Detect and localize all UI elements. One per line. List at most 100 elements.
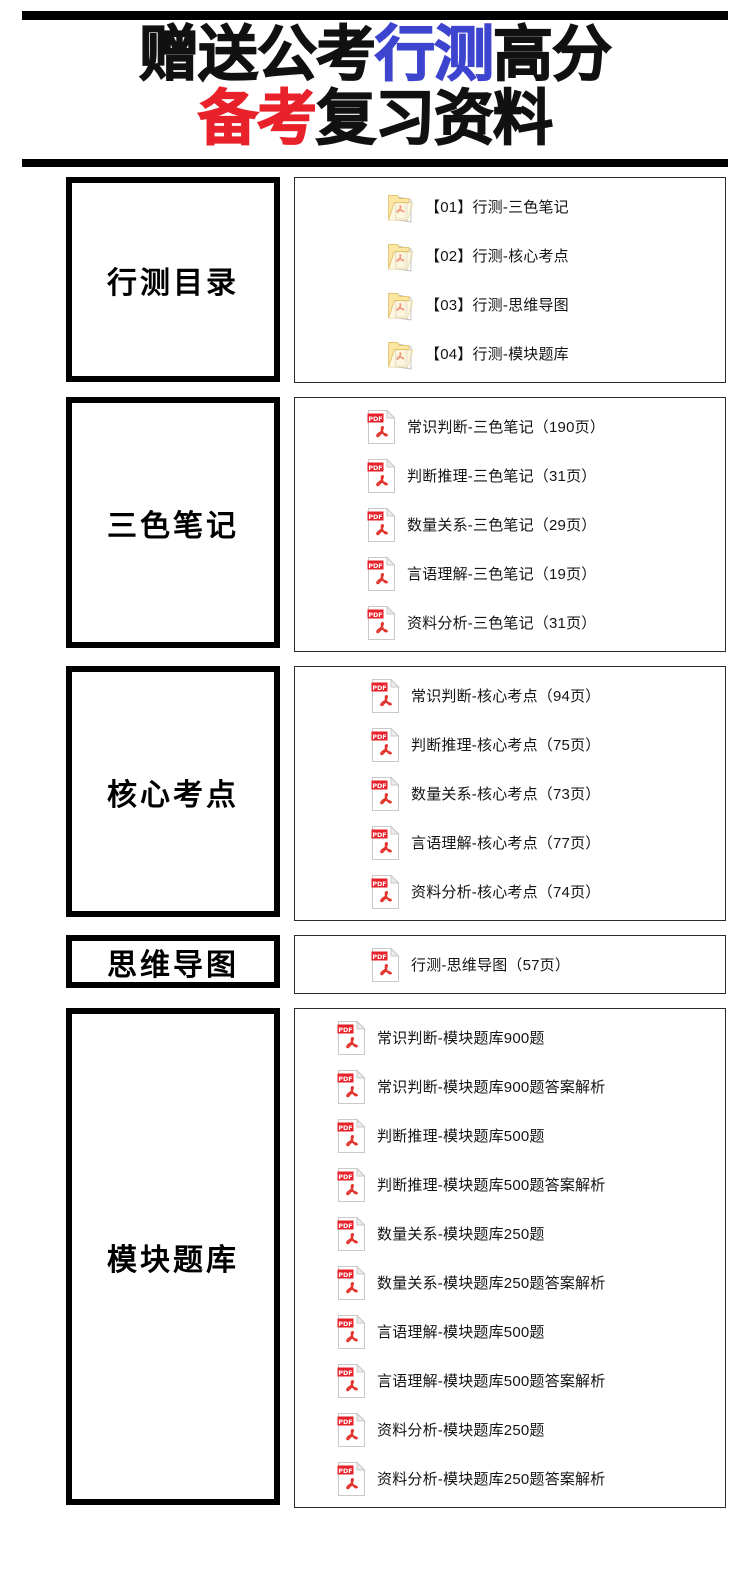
file-label: 数量关系-三色笔记（29页） [407,517,597,535]
section-catalog: 行测目录【01】行测-三色笔记【02】行测-核心考点【03】行测-思维导图【04… [0,177,750,384]
pdf-icon: PDF [371,873,401,910]
title-segment-blue: 行测 [374,20,494,90]
file-item[interactable]: 【01】行测-三色笔记 [295,182,725,231]
file-label: 资料分析-模块题库250题答案解析 [377,1471,606,1489]
section-label-box-notes[interactable]: 三色笔记 [66,397,280,649]
file-item[interactable]: PDF 言语理解-模块题库500题 [295,1307,725,1356]
file-item[interactable]: PDF 判断推理-三色笔记（31页） [295,451,725,500]
pdf-icon: PDF [371,824,401,861]
folder-icon [385,287,415,323]
file-label: 言语理解-三色笔记（19页） [407,566,597,584]
svg-text:PDF: PDF [372,732,386,740]
pdf-icon: PDF [367,408,397,445]
file-label: 资料分析-核心考点（74页） [411,884,601,902]
file-label: 常识判断-模块题库900题 [377,1030,545,1048]
pdf-icon: PDF [367,506,397,543]
pdf-icon: PDF [367,604,397,641]
svg-text:PDF: PDF [338,1074,352,1082]
file-list-inner: PDF 行测-思维导图（57页） [295,936,725,993]
file-item[interactable]: 【02】行测-核心考点 [295,231,725,280]
folder-icon [385,189,415,225]
file-item[interactable]: PDF 资料分析-核心考点（74页） [295,867,725,916]
file-item[interactable]: PDF 言语理解-三色笔记（19页） [295,549,725,598]
file-item[interactable]: 【04】行测-模块题库 [295,329,725,378]
file-label: 【03】行测-思维导图 [425,297,569,315]
file-list-catalog: 【01】行测-三色笔记【02】行测-核心考点【03】行测-思维导图【04】行测-… [294,177,726,384]
svg-text:PDF: PDF [338,1172,352,1180]
svg-text:PDF: PDF [372,781,386,789]
file-list-inner: PDF 常识判断-三色笔记（190页） PDF 判断推理-三色笔记（31页） PDF 数量… [295,398,725,651]
pdf-icon: PDF [367,457,397,494]
svg-text:PDF: PDF [338,1025,352,1033]
file-item[interactable]: PDF 数量关系-三色笔记（29页） [295,500,725,549]
file-label: 【01】行测-三色笔记 [425,199,569,217]
pdf-icon: PDF [337,1460,367,1497]
file-item[interactable]: PDF 常识判断-三色笔记（190页） [295,402,725,451]
file-label: 常识判断-三色笔记（190页） [407,419,606,437]
svg-text:PDF: PDF [338,1270,352,1278]
file-label: 判断推理-模块题库500题 [377,1128,545,1146]
file-list-mind: PDF 行测-思维导图（57页） [294,935,726,995]
file-label: 言语理解-模块题库500题 [377,1324,545,1342]
file-label: 判断推理-三色笔记（31页） [407,468,597,486]
section-label-notes: 三色笔记 [107,508,239,544]
svg-text:PDF: PDF [338,1368,352,1376]
pdf-icon: PDF [371,946,401,983]
svg-text:PDF: PDF [338,1466,352,1474]
file-label: 行测-思维导图（57页） [411,957,571,975]
file-label: 资料分析-三色笔记（31页） [407,615,597,633]
file-list-inner: 【01】行测-三色笔记【02】行测-核心考点【03】行测-思维导图【04】行测-… [295,178,725,382]
pdf-icon: PDF [337,1166,367,1203]
file-label: 常识判断-核心考点（94页） [411,688,601,706]
section-label-mind: 思维导图 [107,947,239,983]
title-line-2: 备考复习资料 [20,86,730,152]
file-item[interactable]: 【03】行测-思维导图 [295,280,725,329]
file-list-notes: PDF 常识判断-三色笔记（190页） PDF 判断推理-三色笔记（31页） PDF 数量… [294,397,726,653]
svg-text:PDF: PDF [372,830,386,838]
file-label: 数量关系-模块题库250题 [377,1226,545,1244]
svg-text:PDF: PDF [338,1417,352,1425]
svg-text:PDF: PDF [368,463,382,471]
svg-text:PDF: PDF [338,1123,352,1131]
svg-text:PDF: PDF [368,414,382,422]
section-mind: 思维导图 PDF 行测-思维导图（57页） [0,935,750,995]
file-item[interactable]: PDF 判断推理-模块题库500题 [295,1111,725,1160]
file-label: 判断推理-核心考点（75页） [411,737,601,755]
file-item[interactable]: PDF 资料分析-模块题库250题答案解析 [295,1454,725,1503]
section-label-box-points[interactable]: 核心考点 [66,666,280,918]
file-item[interactable]: PDF 资料分析-三色笔记（31页） [295,598,725,647]
section-label-bank: 模块题库 [107,1242,239,1278]
pdf-icon: PDF [337,1313,367,1350]
page-title: 赠送公考行测高分 备考复习资料 [20,20,730,153]
section-label-box-catalog[interactable]: 行测目录 [66,177,280,383]
file-label: 言语理解-核心考点（77页） [411,835,601,853]
section-label-box-mind[interactable]: 思维导图 [66,935,280,989]
sections-container: 行测目录【01】行测-三色笔记【02】行测-核心考点【03】行测-思维导图【04… [0,177,750,1509]
pdf-icon: PDF [367,555,397,592]
file-item[interactable]: PDF 行测-思维导图（57页） [295,940,725,989]
file-item[interactable]: PDF 常识判断-模块题库900题 [295,1013,725,1062]
svg-text:PDF: PDF [368,610,382,618]
page-header: 赠送公考行测高分 备考复习资料 [0,11,750,168]
svg-text:PDF: PDF [368,561,382,569]
section-label-box-bank[interactable]: 模块题库 [66,1008,280,1506]
pdf-icon: PDF [371,775,401,812]
title-segment-black: 复习资料 [315,83,553,154]
file-item[interactable]: PDF 判断推理-核心考点（75页） [295,720,725,769]
pdf-icon: PDF [337,1117,367,1154]
file-item[interactable]: PDF 言语理解-核心考点（77页） [295,818,725,867]
folder-icon [385,238,415,274]
